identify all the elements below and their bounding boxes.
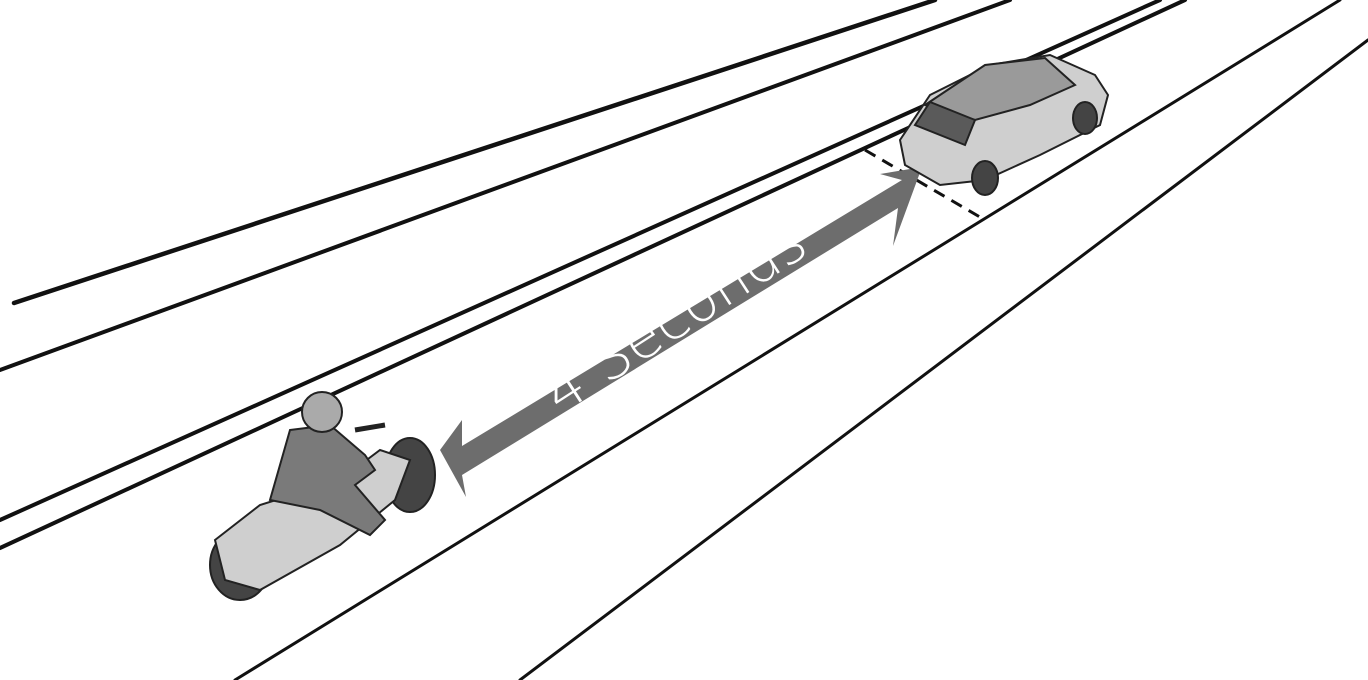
road-edge-far xyxy=(11,0,938,306)
rider-body xyxy=(268,423,387,537)
lane-line xyxy=(233,0,1342,680)
arrow-shape xyxy=(440,167,922,497)
road-line-2 xyxy=(0,0,1012,372)
car-wheel-front xyxy=(1072,101,1098,135)
distance-markers xyxy=(864,148,986,222)
car-distance-marker xyxy=(864,148,986,222)
car-rear-window xyxy=(913,100,977,147)
rider-helmet xyxy=(301,391,343,433)
arrow-label: 4 Seconds xyxy=(531,207,819,427)
car xyxy=(898,53,1110,196)
road-edge-near xyxy=(518,38,1368,680)
motorcycle-rider xyxy=(209,391,436,601)
moto-handlebar xyxy=(354,422,386,433)
car-wheel-rear xyxy=(971,160,999,196)
